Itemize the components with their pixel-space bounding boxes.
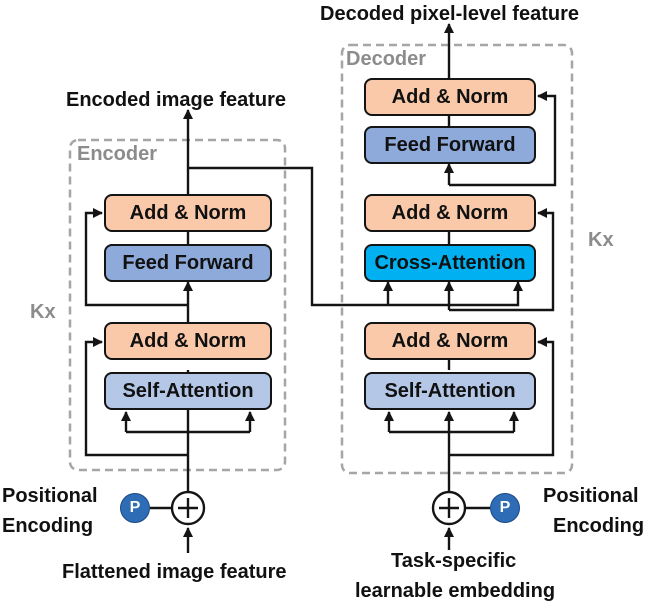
decoder-add-norm-top: Add & Norm [364,78,536,116]
encoder-add-circle [170,490,206,526]
encoder-frame [68,138,287,472]
decoder-positional-encoding-icon: P [490,493,520,523]
decoder-output-label: Decoded pixel-level feature [320,3,579,25]
encoder-self-attention: Self-Attention [104,372,272,410]
decoder-positional-label-line2: Encoding [553,515,645,537]
decoder-add-norm-bottom: Add & Norm [364,322,536,360]
decoder-title: Decoder [346,48,427,70]
decoder-frame [340,43,574,475]
decoder-input-label-line1: Task-specific [391,550,517,572]
encoder-positional-encoding-icon: P [120,493,150,523]
encoder-feed-forward: Feed Forward [104,244,272,282]
decoder-feed-forward: Feed Forward [364,126,536,164]
decoder-add-norm-mid: Add & Norm [364,194,536,232]
decoder-add-circle [431,490,467,526]
encoder-positional-label-line2: Encoding [2,515,94,537]
encoder-title: Encoder [77,143,158,165]
encoder-repeat-label: Kx [30,301,56,323]
decoder-positional-label-line1: Positional [543,485,639,507]
decoder-cross-attention: Cross-Attention [364,244,536,282]
encoder-add-norm-top: Add & Norm [104,194,272,232]
decoder-self-attention: Self-Attention [364,372,536,410]
encoder-input-label: Flattened image feature [62,561,287,583]
encoder-output-label: Encoded image feature [66,89,287,111]
encoder-add-norm-bottom: Add & Norm [104,322,272,360]
decoder-input-label-line2: learnable embedding [355,580,556,602]
encoder-positional-label-line1: Positional [2,485,98,507]
decoder-repeat-label: Kx [588,229,614,251]
